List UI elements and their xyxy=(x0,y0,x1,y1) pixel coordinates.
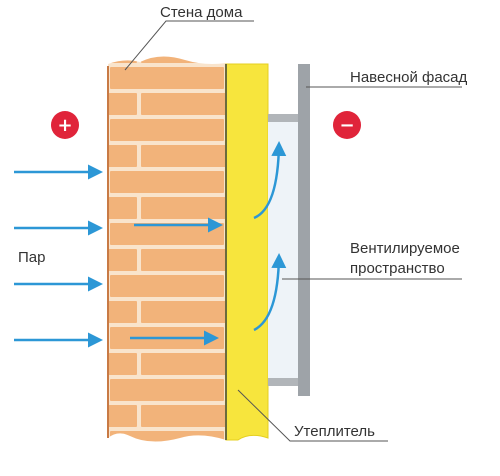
ventilated-label-line2: пространство xyxy=(350,260,445,277)
warm-side-badge: + xyxy=(51,111,79,139)
insulation-layer xyxy=(225,63,269,441)
house-wall xyxy=(107,56,226,442)
minus-sign: − xyxy=(339,115,354,136)
rising-air-arrows xyxy=(253,141,287,332)
vapor-arrows xyxy=(14,164,103,348)
rising-arrow xyxy=(253,141,287,220)
cold-side-badge: − xyxy=(333,111,361,139)
rising-arrow xyxy=(253,253,287,332)
leader-lines xyxy=(124,20,462,442)
facade-label: Навесной фасад xyxy=(350,69,468,86)
ventilated-label-line1: Вентилируемое xyxy=(350,240,460,257)
facade-panel xyxy=(268,64,310,396)
vapor-label: Пар xyxy=(18,249,45,266)
wall-leader xyxy=(124,20,254,71)
insulation-label: Утеплитель xyxy=(294,423,375,440)
plus-sign: + xyxy=(57,115,72,136)
wall-arrows xyxy=(130,217,223,346)
wall-label: Стена дома xyxy=(160,4,243,21)
ventilated-gap xyxy=(268,120,298,382)
insulation-leader xyxy=(237,389,388,442)
